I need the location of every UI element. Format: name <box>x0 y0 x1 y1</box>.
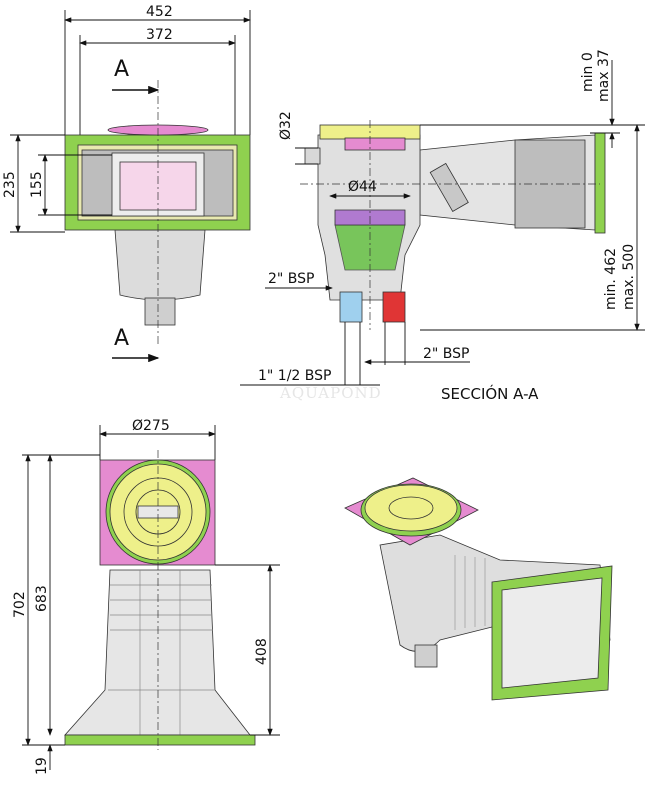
dim-452: 452 <box>146 4 173 20</box>
iso-outlet <box>414 644 438 668</box>
section-mark-bottom: A <box>114 326 129 351</box>
thread-label-2in-left: 2" BSP <box>268 271 314 287</box>
dim-372: 372 <box>146 27 173 43</box>
section-frame-flange <box>594 132 606 234</box>
side-view: Ø275 702 683 408 19 <box>12 418 280 775</box>
section-view: Ø32 Ø44 2" BSP 2" BSP 1" 1/2 BSP AQUAPON… <box>240 49 645 403</box>
dim-408: 408 <box>254 638 270 665</box>
dim-155: 155 <box>29 171 45 198</box>
port-1-1-2 <box>339 291 363 323</box>
dim-19: 19 <box>34 757 50 775</box>
basket <box>334 224 406 271</box>
dim-683: 683 <box>34 585 50 612</box>
section-mark-top: A <box>114 57 129 82</box>
side-body <box>64 569 251 736</box>
inlet-32 <box>304 147 321 165</box>
dim-235: 235 <box>2 171 18 198</box>
watermark: AQUAPOND <box>279 384 382 402</box>
thread-label-2in-bottom: 2" BSP <box>423 346 469 362</box>
outlet-pipe <box>144 297 176 326</box>
dim-max-500: max. 500 <box>621 244 637 310</box>
skimmer-body <box>114 229 206 301</box>
port-2 <box>382 291 406 323</box>
side-frame-flange <box>64 734 256 746</box>
isometric-view <box>344 477 613 701</box>
dim-diameter-44: Ø44 <box>348 179 377 195</box>
weir-flap <box>119 161 197 211</box>
thread-label-1-1-2in: 1" 1/2 BSP <box>258 368 331 384</box>
dim-diameter-275: Ø275 <box>132 418 170 434</box>
iso-lid <box>364 484 458 532</box>
section-title: SECCIÓN A-A <box>441 384 539 403</box>
front-view: 452 372 235 155 A A <box>2 4 251 363</box>
weir-flap-section <box>429 162 469 212</box>
dim-min-0: min 0 <box>580 52 596 92</box>
dim-max-37: max 37 <box>596 49 612 102</box>
dim-min-462: min. 462 <box>603 248 619 310</box>
dim-diameter-32: Ø32 <box>278 111 294 140</box>
dim-702: 702 <box>12 591 28 618</box>
